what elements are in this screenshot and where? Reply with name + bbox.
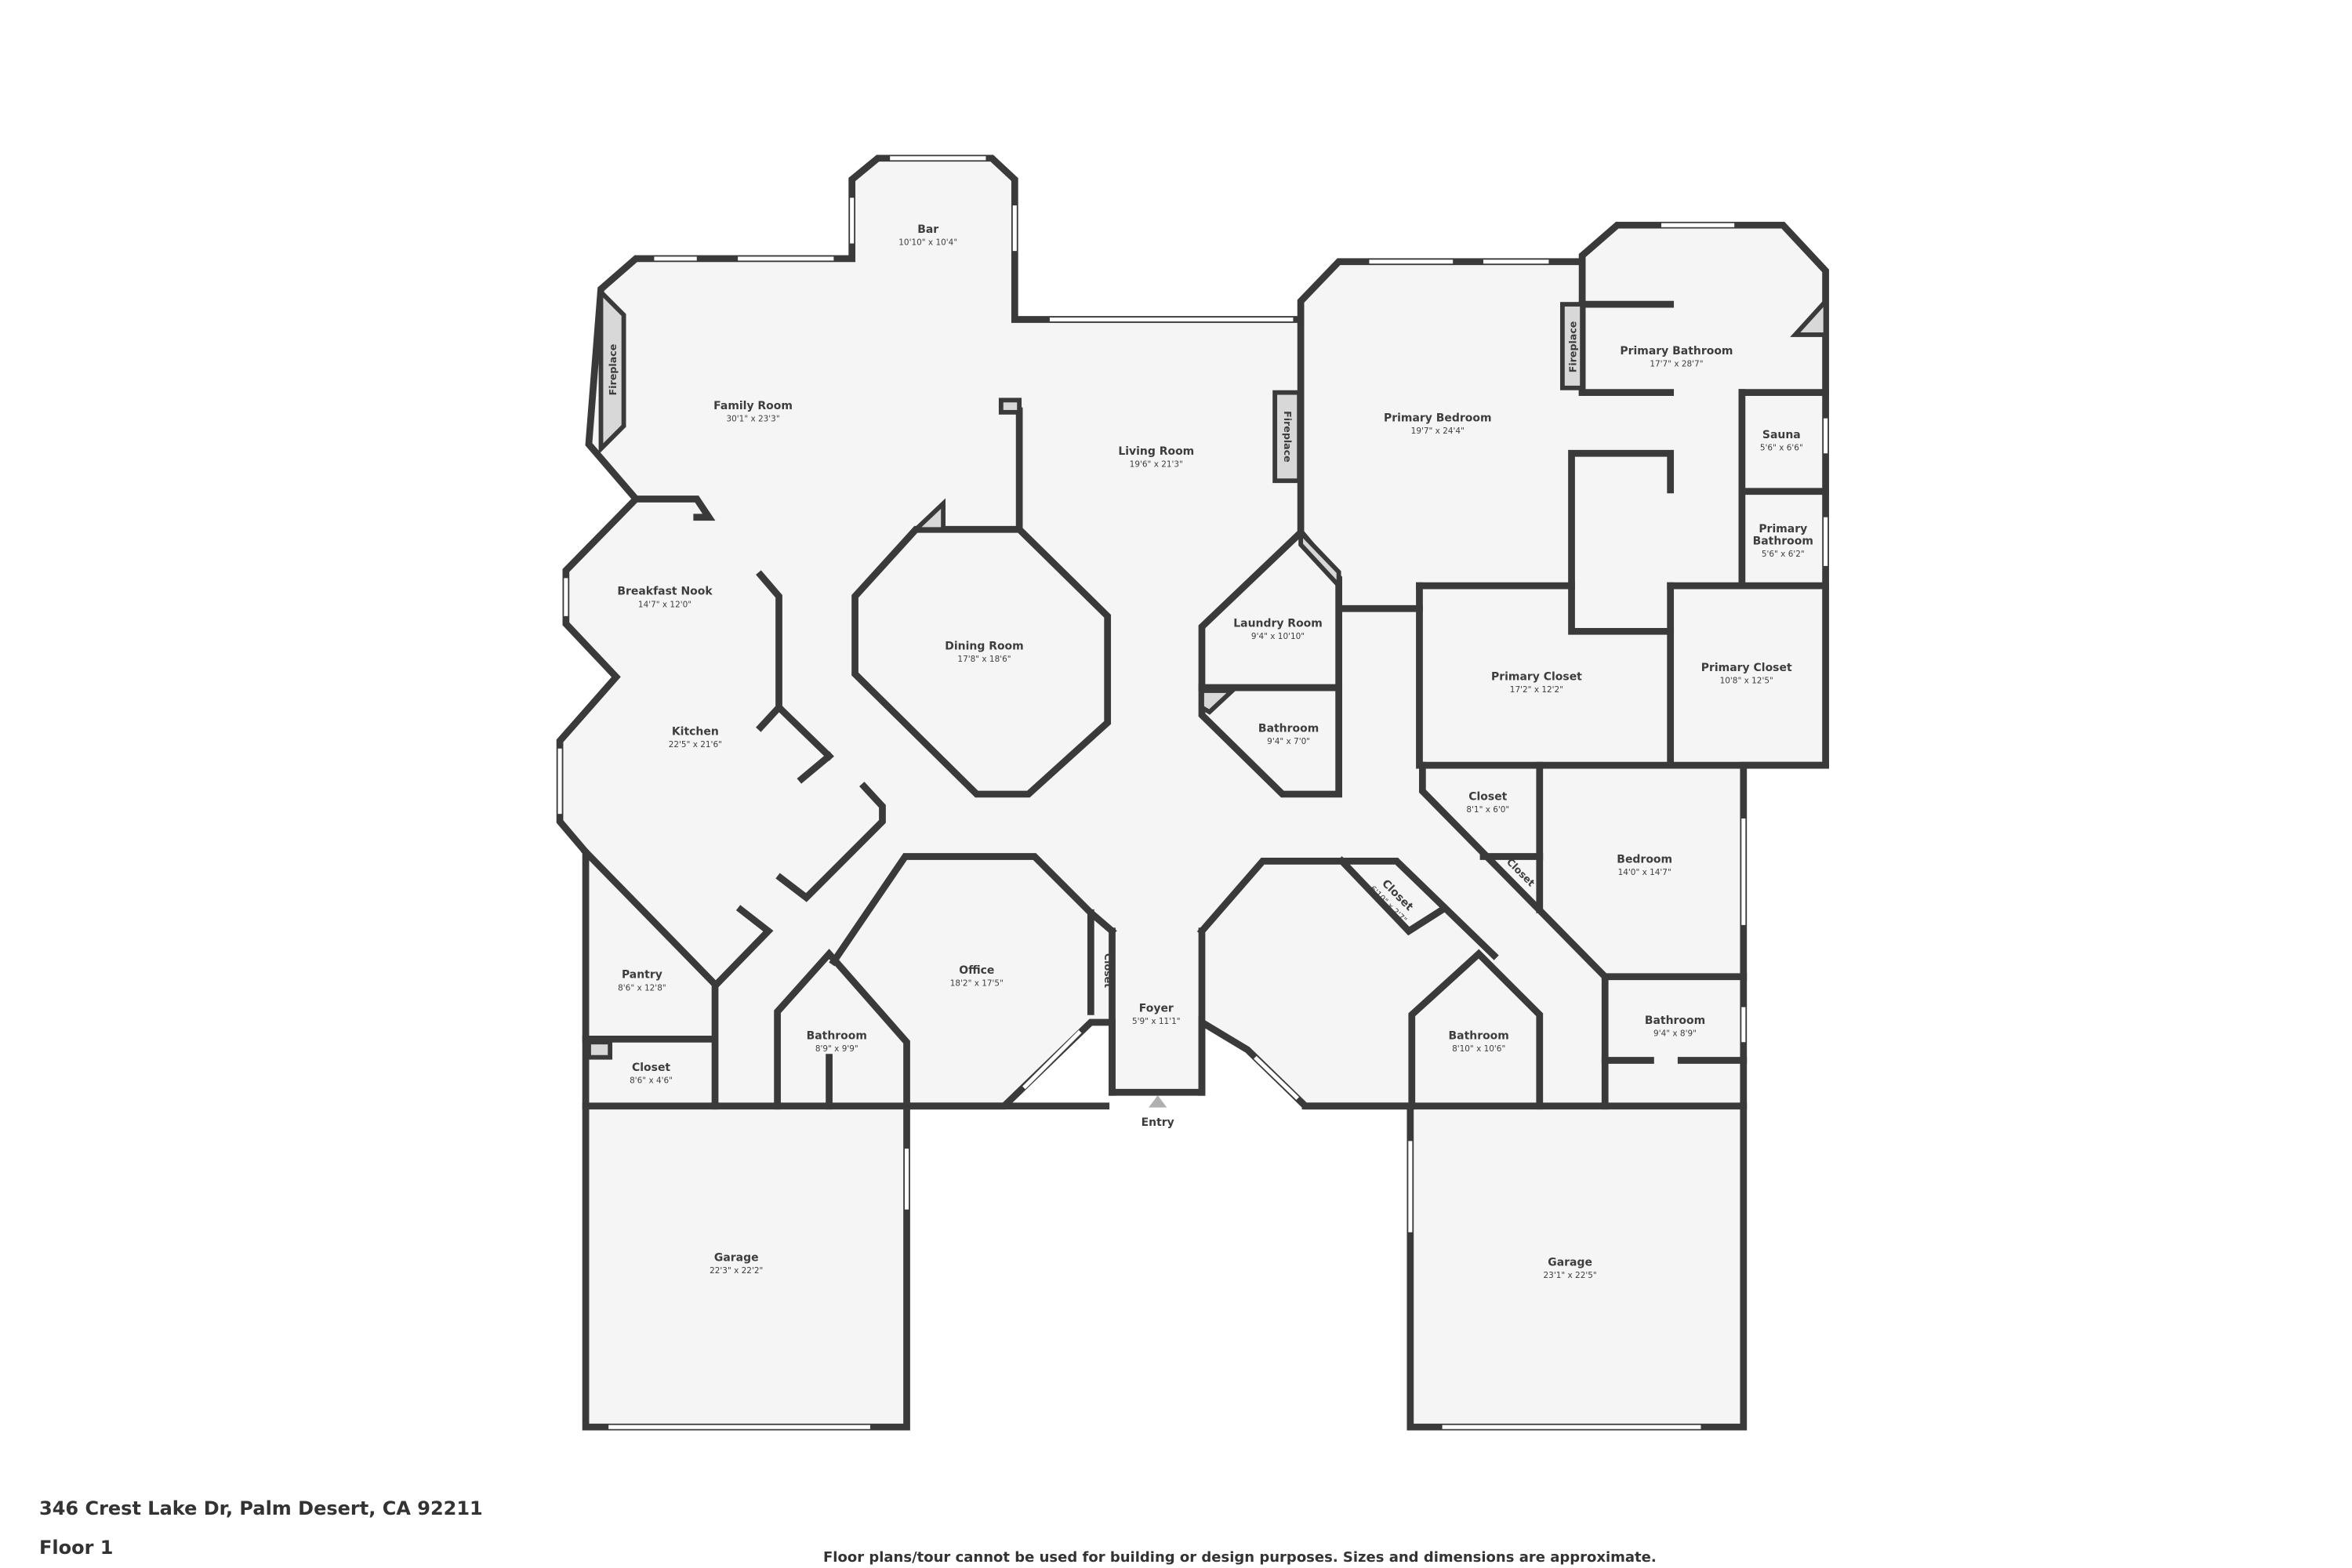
floor-label: Floor 1 [39, 1537, 114, 1559]
room-label: Bathroom 9'4" x 7'0" [1258, 722, 1319, 746]
room-label: Primary Closet 10'8" x 12'5" [1701, 662, 1792, 686]
room-name: Bathroom [807, 1029, 867, 1042]
room-dimensions: 9'4" x 10'10" [1251, 632, 1305, 641]
room-name: Laundry Room [1233, 617, 1323, 630]
room-name: Foyer [1139, 1002, 1174, 1014]
room-name: Bathroom [1753, 535, 1813, 548]
room-name: Primary Bedroom [1384, 412, 1492, 425]
room-label: Primary Bathroom 17'7" x 28'7" [1620, 345, 1733, 369]
room-name: Bathroom [1258, 722, 1319, 735]
room-name: Pantry [622, 969, 662, 982]
room-name: Primary Closet [1491, 670, 1582, 683]
room-label: Living Room 19'6" x 21'3" [1118, 445, 1194, 470]
room-label: Bathroom 8'10" x 10'6" [1448, 1029, 1508, 1054]
disclaimer: Floor plans/tour cannot be used for buil… [823, 1549, 1657, 1566]
room-name: Bathroom [1448, 1029, 1508, 1042]
room-name: Garage [714, 1252, 759, 1265]
svg-text:Fireplace: Fireplace [607, 344, 619, 396]
room-label: Family Room 30'1" x 23'3" [713, 400, 793, 424]
room-dimensions: 8'9" x 9'9" [815, 1044, 858, 1054]
room-dimensions: 30'1" x 23'3" [726, 415, 779, 424]
room-labels: Bar 10'10" x 10'4" Family Room 30'1" x 23'3… [617, 223, 1813, 1280]
room-name: Bathroom [1645, 1014, 1705, 1027]
room-name: Sauna [1762, 429, 1801, 441]
room-name: Kitchen [672, 725, 719, 738]
room-dimensions: 14'7" x 12'0" [638, 600, 691, 609]
room-dimensions: 22'5" x 21'6" [669, 740, 722, 750]
room-dimensions: 8'10" x 10'6" [1452, 1044, 1505, 1054]
fireplace-primary-bedroom: Fireplace [1559, 302, 1585, 390]
fireplace-living-room: Fireplace [1272, 390, 1302, 484]
room-label: Garage 23'1" x 22'5" [1543, 1256, 1596, 1280]
room-label: Kitchen 22'5" x 21'6" [669, 725, 722, 750]
room-dimensions: 19'7" x 24'4" [1411, 426, 1465, 436]
room-dimensions: 10'8" x 12'5" [1720, 676, 1773, 685]
room-label: Laundry Room 9'4" x 10'10" [1233, 617, 1323, 641]
room-name: Bar [917, 223, 938, 236]
room-dimensions: 5'9" x 11'1" [1132, 1017, 1181, 1026]
entry-arrow-icon [1149, 1095, 1167, 1108]
room-dimensions: 9'4" x 7'0" [1267, 737, 1310, 746]
foyer-closet-label: Closet [1102, 953, 1114, 988]
room-dimensions: 18'2" x 17'5" [950, 978, 1004, 988]
room-dimensions: 8'1" x 6'0" [1466, 805, 1509, 815]
svg-text:Fireplace: Fireplace [1282, 411, 1294, 463]
room-label: Bedroom 14'0" x 14'7" [1617, 853, 1672, 877]
room-label: Sauna 5'6" x 6'6" [1760, 429, 1803, 453]
interior-walls [580, 258, 1829, 1110]
room-dimensions: 17'2" x 12'2" [1510, 685, 1563, 695]
room-dimensions: 8'6" x 4'6" [630, 1076, 673, 1086]
room-name: Primary [1759, 523, 1807, 535]
room-dimensions: 22'3" x 22'2" [710, 1266, 763, 1276]
room-name: Family Room [713, 400, 793, 412]
entry-label: Entry [1142, 1116, 1174, 1129]
room-name: Office [959, 964, 994, 977]
room-name: Closet [632, 1062, 670, 1074]
fireplace-family-room: Fireplace [598, 286, 626, 455]
room-dimensions: 14'0" x 14'7" [1618, 868, 1671, 877]
room-dimensions: 17'8" x 18'6" [957, 655, 1011, 664]
room-name: Living Room [1118, 445, 1194, 458]
room-name: Primary Bathroom [1620, 345, 1733, 358]
property-address: 346 Crest Lake Dr, Palm Desert, CA 92211 [39, 1497, 483, 1519]
room-label: Primary Closet 17'2" x 12'2" [1491, 670, 1582, 695]
room-name: Breakfast Nook [617, 586, 713, 598]
room-name: Closet [1468, 791, 1507, 804]
room-label: Breakfast Nook 14'7" x 12'0" [617, 586, 713, 610]
room-label: Bar 10'10" x 10'4" [898, 223, 957, 248]
room-dimensions: 9'4" x 8'9" [1653, 1029, 1697, 1038]
room-dimensions: 5'6" x 6'6" [1760, 443, 1803, 452]
room-label: Foyer 5'9" x 11'1" [1132, 1002, 1181, 1026]
svg-text:Fireplace: Fireplace [1566, 321, 1578, 373]
room-label: Bathroom 8'9" x 9'9" [807, 1029, 867, 1054]
room-dimensions: 19'6" x 21'3" [1130, 460, 1183, 470]
room-label: Bathroom 9'4" x 8'9" [1645, 1014, 1705, 1039]
room-label: Dining Room 17'8" x 18'6" [945, 641, 1023, 665]
room-label: Closet 8'6" x 4'6" [630, 1062, 673, 1086]
room-dimensions: 10'10" x 10'4" [898, 238, 957, 247]
room-name: Garage [1548, 1256, 1592, 1269]
room-dimensions: 23'1" x 22'5" [1543, 1271, 1596, 1280]
room-dimensions: 5'6" x 6'2" [1762, 550, 1805, 559]
room-dimensions: 17'7" x 28'7" [1650, 360, 1703, 369]
room-name: Primary Closet [1701, 662, 1792, 674]
room-name: Bedroom [1617, 853, 1672, 866]
room-dimensions: 8'6" x 12'8" [618, 983, 666, 993]
room-name: Dining Room [945, 641, 1023, 653]
